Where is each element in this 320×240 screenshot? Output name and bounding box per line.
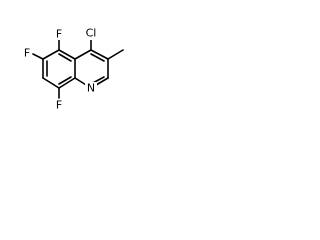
bond (42, 77, 60, 89)
atom-label-fluorine: F (56, 99, 62, 112)
atom-label-fluorine: F (56, 28, 62, 41)
atom-label-chlorine: Cl (86, 27, 97, 40)
molecule-structure: Cl F F F N (22, 27, 124, 112)
bond-to-fluorine-left (32, 53, 44, 60)
atom-label-nitrogen: N (87, 82, 95, 95)
bond (42, 49, 60, 60)
substituent-bonds (32, 39, 124, 99)
atom-label-fluorine: F (24, 47, 30, 60)
bond (90, 49, 109, 60)
bond (74, 49, 92, 60)
structure-canvas: Cl F F F N (0, 0, 152, 152)
double-bond-inner (58, 76, 72, 85)
bond-to-methyl (107, 49, 124, 60)
atom-labels: Cl F F F N (22, 27, 99, 112)
double-bond-inner (90, 53, 105, 62)
double-bond-inner (58, 53, 72, 62)
bond (58, 77, 76, 89)
benzene-ring (42, 49, 76, 89)
bond (58, 49, 76, 60)
